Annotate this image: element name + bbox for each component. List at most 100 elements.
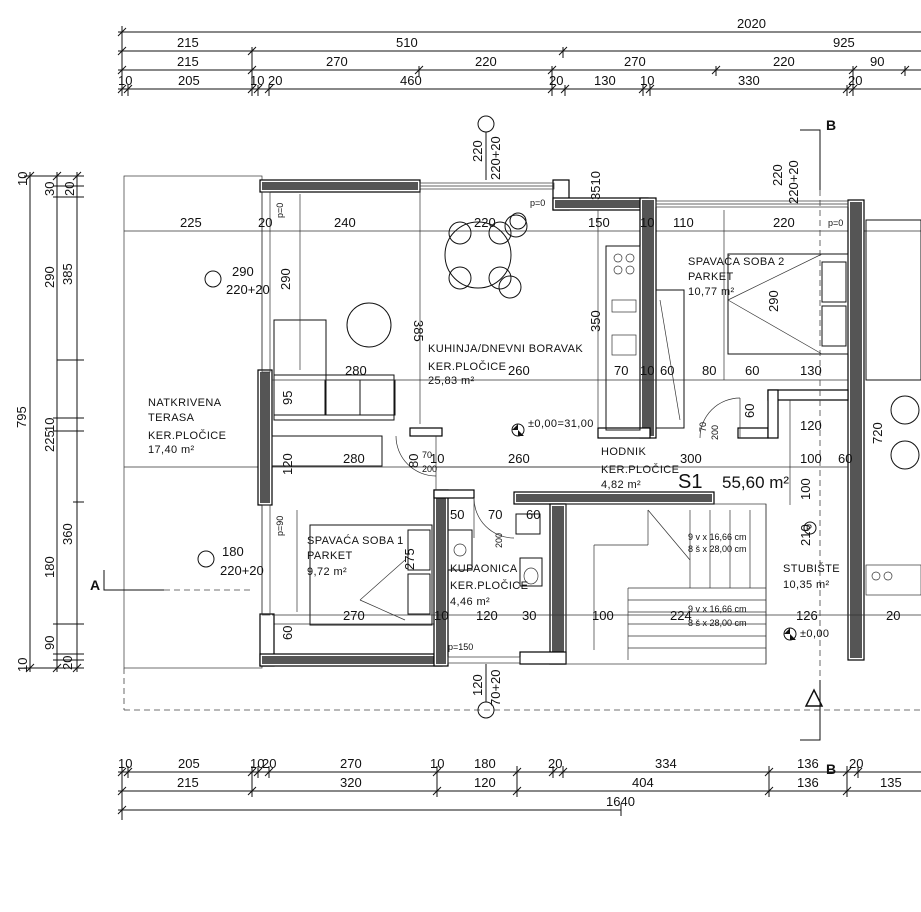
- dim-bottom: 205: [178, 756, 200, 771]
- terrace-name-2: TERASA: [148, 412, 195, 424]
- bedroom1-floor: PARKET: [307, 550, 353, 562]
- inner-dim: 220: [773, 215, 795, 230]
- window-dim: 220+20: [786, 160, 801, 204]
- windows: [261, 182, 849, 664]
- window-dim: 180: [222, 544, 244, 559]
- inner-dim: 720: [870, 422, 885, 444]
- inner-dim: 60: [838, 451, 852, 466]
- inner-dim: 150: [588, 215, 610, 230]
- inner-dim: 60: [526, 507, 540, 522]
- inner-dim: 80: [702, 363, 716, 378]
- dim-left: 30: [42, 182, 57, 196]
- inner-dim: 270: [343, 608, 365, 623]
- dim-bottom-total: 1640: [606, 794, 635, 809]
- inner-dim: 290: [278, 268, 293, 290]
- dim-bottom: 404: [632, 775, 654, 790]
- living-area: 25,83 m²: [428, 375, 475, 387]
- window-dim: 220+20: [226, 282, 270, 297]
- dim-left: 10: [42, 418, 57, 432]
- dim-top: 130: [594, 73, 616, 88]
- inner-dim: 70: [422, 450, 432, 460]
- inner-dim: p=150: [448, 642, 473, 652]
- stairs-note: 8 š x 28,00 cm: [688, 618, 747, 628]
- inner-dim: 30: [522, 608, 536, 623]
- dim-bottom: 180: [474, 756, 496, 771]
- dim-top: 220: [475, 54, 497, 69]
- inner-dim: 10: [434, 608, 448, 623]
- inner-dim: 200: [422, 464, 437, 474]
- stairs-name: STUBIŠTE: [783, 562, 840, 575]
- dim-top: 270: [624, 54, 646, 69]
- bedroom2-floor: PARKET: [688, 271, 734, 283]
- stairs-note: 8 š x 28,00 cm: [688, 544, 747, 554]
- inner-dim: 120: [476, 608, 498, 623]
- inner-dim: p=90: [275, 516, 285, 536]
- dim-bottom: 20: [849, 756, 863, 771]
- inner-dim: 240: [334, 215, 356, 230]
- dim-left: 360: [60, 523, 75, 545]
- inner-dim: 120: [280, 453, 295, 475]
- unit-area: 55,60 m²: [722, 473, 789, 492]
- interior-dim-lines: [272, 190, 921, 616]
- bedroom1-name: SPAVAĆA SOBA 1: [307, 534, 404, 547]
- inner-dim: 70: [488, 507, 502, 522]
- window-dim: 220: [770, 164, 785, 186]
- dim-top: 10: [250, 73, 264, 88]
- inner-dim: 10: [640, 363, 654, 378]
- doors: [395, 397, 741, 539]
- room-labels: NATKRIVENA TERASA KER.PLOČICE 17,40 m² K…: [148, 255, 840, 628]
- dim-left: 290: [42, 266, 57, 288]
- inner-dim: 200: [494, 533, 504, 548]
- inner-dim: 385: [411, 320, 426, 342]
- inner-dim: 100: [592, 608, 614, 623]
- inner-dim: 50: [450, 507, 464, 522]
- living-name: KUHINJA/DNEVNI BORAVAK: [428, 343, 583, 355]
- dim-bottom: 136: [797, 775, 819, 790]
- dim-bottom: 135: [880, 775, 902, 790]
- inner-dim: 275: [402, 548, 417, 570]
- inner-dim: 280: [343, 451, 365, 466]
- top-dimensions: 2020 215 510 925 215 270 220 270 220 90 …: [117, 16, 921, 96]
- inner-dim: 210: [798, 524, 813, 546]
- dim-bottom: 10: [118, 756, 132, 771]
- p-marker: [803, 521, 817, 535]
- bedroom2-area: 10,77 m²: [688, 286, 735, 298]
- window-dim: 120: [470, 674, 485, 696]
- dim-bottom: 10: [250, 756, 264, 771]
- bathroom-area: 4,46 m²: [450, 596, 490, 608]
- dim-bottom: 334: [655, 756, 677, 771]
- inner-dim: 10: [430, 451, 444, 466]
- dim-top: 460: [400, 73, 422, 88]
- level-marks: ±0,00=31,00 ±0,00: [511, 418, 829, 641]
- inner-dim: 126: [796, 608, 818, 623]
- bedroom1-area: 9,72 m²: [307, 566, 347, 578]
- bathroom-name: KUPAONICA: [450, 563, 518, 575]
- inner-dim: 100: [798, 478, 813, 500]
- dim-bottom: 270: [340, 756, 362, 771]
- inner-dim: p=0: [828, 218, 843, 228]
- inner-dim: p=0: [530, 198, 545, 208]
- dim-left: 90: [42, 636, 57, 650]
- terrace-name-1: NATKRIVENA: [148, 397, 222, 409]
- dim-bottom: 320: [340, 775, 362, 790]
- inner-dim: 220: [474, 215, 496, 230]
- dim-total-top: 2020: [737, 16, 766, 31]
- dim-left: 225: [42, 430, 57, 452]
- inner-dim: 290: [766, 290, 781, 312]
- window-dim: 220+20: [220, 563, 264, 578]
- level-stairs: ±0,00: [800, 628, 829, 640]
- inner-dim: 20: [258, 215, 272, 230]
- section-b-top: B: [826, 117, 836, 133]
- walls: [257, 179, 865, 667]
- inner-dim: 300: [680, 451, 702, 466]
- inner-dim: 120: [800, 418, 822, 433]
- inner-dim: 280: [345, 363, 367, 378]
- inner-dim: 60: [280, 626, 295, 640]
- dim-top: 270: [326, 54, 348, 69]
- inner-dim: 70: [698, 422, 708, 432]
- stairs-note: 9 v x 16,66 cm: [688, 604, 747, 614]
- window-dim: 70+20: [488, 669, 503, 706]
- furniture: [271, 214, 921, 626]
- inner-dim: 60: [745, 363, 759, 378]
